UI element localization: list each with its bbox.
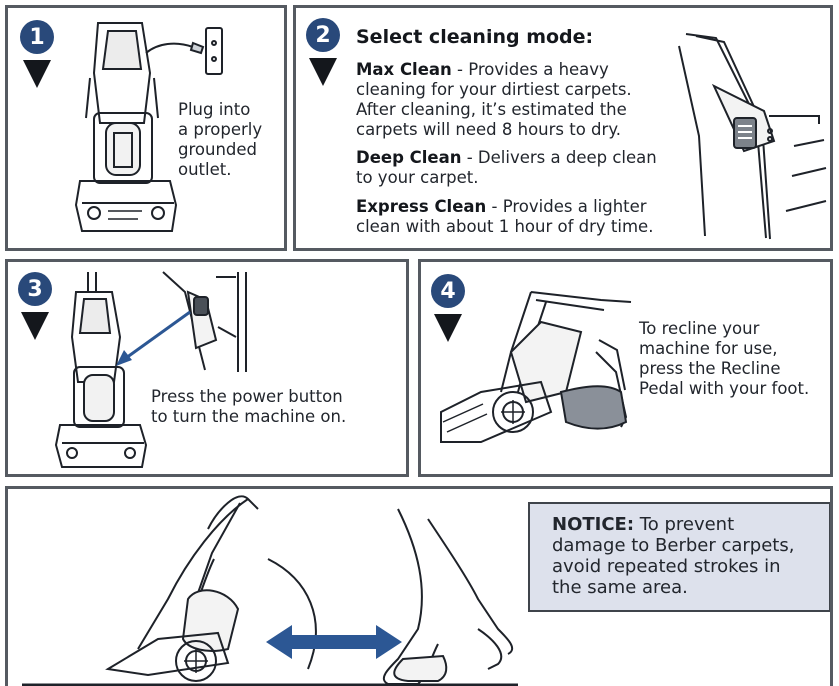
mode-name: Deep Clean (356, 148, 462, 167)
step-1-text: Plug into a properly grounded outlet. (178, 100, 262, 180)
recline-pedal-illustration (440, 291, 632, 443)
step-4-line: machine for use, (639, 339, 778, 358)
step-4-line: press the Recline (639, 359, 781, 378)
step-2-title: Select cleaning mode: (356, 26, 594, 48)
notice-box: NOTICE: To prevent damage to Berber carp… (528, 502, 830, 612)
step-3-line: to turn the machine on. (151, 407, 347, 426)
mode-desc: to your carpet. (356, 168, 479, 187)
step-4-panel: 4 To recline your machine for use, press… (418, 259, 833, 477)
mode-deep-clean: Deep Clean - Delivers a deep clean to yo… (356, 148, 657, 188)
step-2-panel: 2 Select cleaning mode: Max Clean - Prov… (293, 5, 833, 251)
mode-max-clean: Max Clean - Provides a heavy cleaning fo… (356, 60, 632, 140)
step-4-badge: 4 (431, 274, 465, 308)
power-button-closeup-illustration (162, 271, 247, 372)
step-1-line: outlet. (178, 160, 232, 179)
notice-line: damage to Berber carpets, (552, 535, 795, 556)
mode-name: Express Clean (356, 197, 487, 216)
step-1-line: grounded (178, 140, 258, 159)
carpet-cleaner-plug-illustration (74, 22, 223, 232)
down-arrow-icon (309, 58, 337, 86)
notice-line: avoid repeated strokes in (552, 556, 781, 577)
push-pull-illustration (22, 495, 518, 686)
notice-line: the same area. (552, 577, 688, 598)
mode-desc: After cleaning, it’s estimated the (356, 100, 627, 119)
usage-panel: NOTICE: To prevent damage to Berber carp… (5, 486, 833, 686)
notice-label: NOTICE: (552, 514, 635, 535)
step-3-text: Press the power button to turn the machi… (151, 387, 346, 427)
pointer-arrow-icon (116, 310, 191, 366)
notice-line: To prevent (634, 514, 735, 535)
mode-express-clean: Express Clean - Provides a lighter clean… (356, 197, 653, 237)
carpet-cleaner-power-illustration (54, 272, 148, 468)
mode-desc: carpets will need 8 hours to dry. (356, 120, 621, 139)
step-2-badge: 2 (306, 18, 340, 52)
down-arrow-icon (21, 312, 49, 340)
step-1-badge: 1 (20, 20, 54, 54)
step-1-line: Plug into (178, 100, 251, 119)
step-4-text: To recline your machine for use, press t… (639, 319, 809, 399)
mode-desc: clean with about 1 hour of dry time. (356, 217, 654, 236)
mode-desc: - Provides a heavy (451, 60, 609, 79)
step-3-line: Press the power button (151, 387, 343, 406)
mode-desc: cleaning for your dirtiest carpets. (356, 80, 632, 99)
step-3-panel: 3 Press the power button to turn the mac… (5, 259, 409, 477)
step-4-line: Pedal with your foot. (639, 379, 810, 398)
mode-name: Max Clean (356, 60, 452, 79)
step-1-panel: 1 Plug into a properly grounded outlet. (5, 5, 287, 251)
step-4-line: To recline your (639, 319, 760, 338)
mode-selector-illustration (678, 33, 827, 240)
mode-desc: - Provides a lighter (486, 197, 647, 216)
down-arrow-icon (23, 60, 51, 88)
mode-desc: - Delivers a deep clean (461, 148, 657, 167)
step-1-line: a properly (178, 120, 263, 139)
down-arrow-icon (434, 314, 462, 342)
step-3-badge: 3 (18, 272, 52, 306)
